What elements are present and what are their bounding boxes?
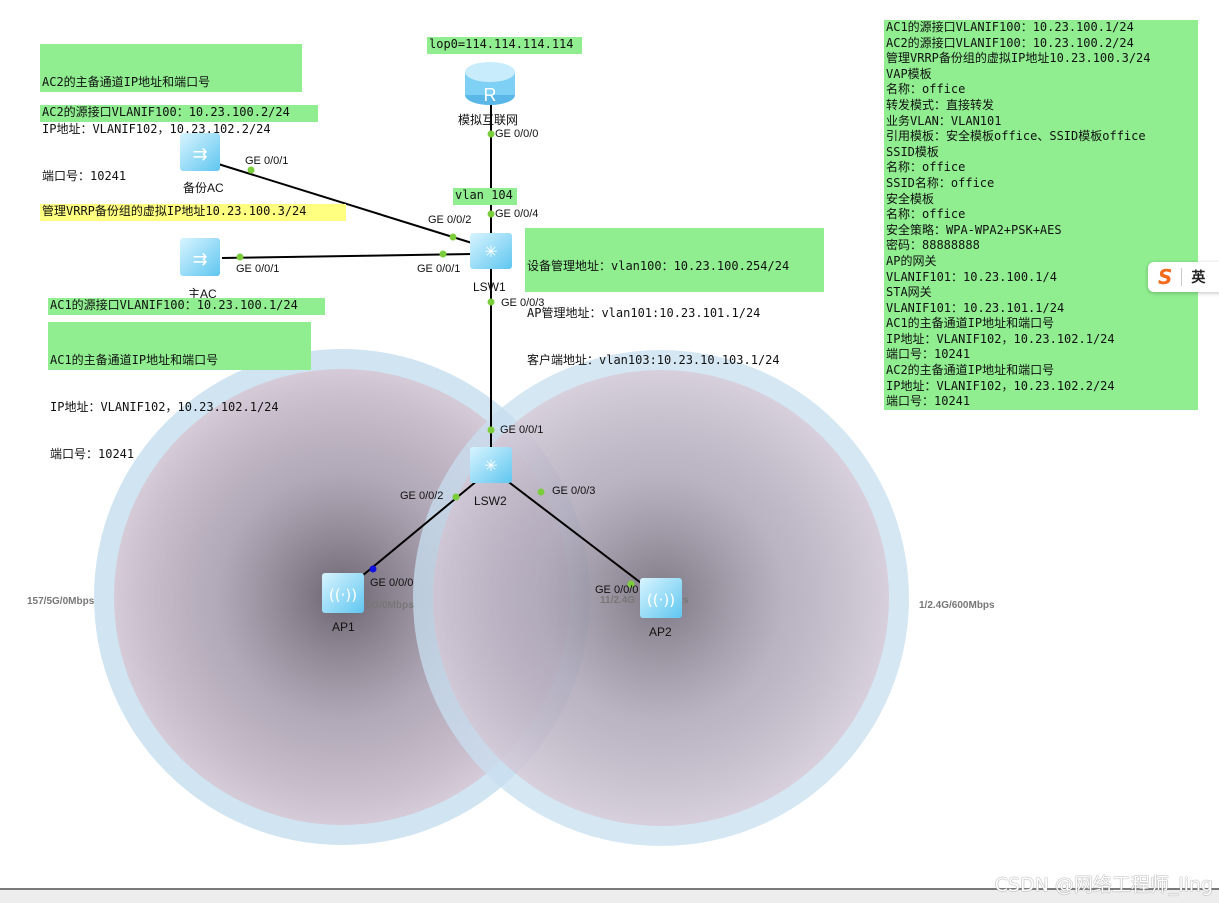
ap2-inner-rate: 11/2.4G <box>600 595 636 606</box>
svg-text:((·)): ((·)) <box>647 591 675 609</box>
note-line: VAP模板 <box>886 66 932 81</box>
port-label: GE 0/0/3 <box>552 485 596 497</box>
ime-mode-toggle[interactable]: 英 <box>1191 270 1206 286</box>
note-line: IP地址：VLANIF102，10.23.102.1/24 <box>50 399 279 414</box>
note-line: 端口号：10241 <box>886 394 971 409</box>
port-label: GE 0/0/3 <box>501 297 545 309</box>
svg-text:✳: ✳ <box>484 242 497 261</box>
note-line: 端口号：10241 <box>886 347 971 362</box>
sogou-logo-icon: S <box>1158 265 1173 289</box>
ap2-inner-rate-tail: s <box>683 595 689 606</box>
note-line: 管理VRRP备份组的虚拟IP地址10.23.100.3/24 <box>886 51 1151 66</box>
note-line: AC1的源接口VLANIF100：10.23.100.1/24 <box>886 20 1134 34</box>
note-line: AC2的源接口VLANIF100：10.23.100.2/24 <box>886 35 1134 50</box>
note-line: 名称：office <box>886 160 966 175</box>
divider <box>1181 268 1183 286</box>
port-label: GE 0/0/0 <box>495 128 539 140</box>
port-label: GE 0/0/2 <box>400 490 444 502</box>
port-label: GE 0/0/0 <box>370 577 414 589</box>
ap1-label: AP1 <box>332 620 355 634</box>
note-line: AP的网关 <box>886 253 937 268</box>
backup-ac-label: 备份AC <box>183 181 224 195</box>
ac2-main-note: AC2的主备通道IP地址和端口号 IP地址：VLANIF102，10.23.10… <box>40 44 302 183</box>
lsw2-label: LSW2 <box>474 494 507 508</box>
lop0-note: lop0=114.114.114.114 <box>427 37 582 54</box>
note-line: 设备管理地址：vlan100：10.23.100.254/24 <box>527 259 790 274</box>
ac1-source-note: AC1的源接口VLANIF100：10.23.100.1/24 <box>48 298 325 315</box>
port-dots <box>236 130 635 588</box>
router-label: 模拟互联网 <box>458 113 519 127</box>
ap2-icon[interactable]: ((·)) <box>640 578 682 618</box>
link-mainac-lsw1 <box>221 253 473 259</box>
port-label: GE 0/0/1 <box>236 263 280 275</box>
router-icon[interactable]: R <box>465 62 515 105</box>
lsw1-label: LSW1 <box>473 280 506 294</box>
note-line: AP管理地址：vlan101:10.23.101.1/24 <box>527 305 761 320</box>
note-line: 名称：office <box>886 207 966 222</box>
port-label: GE 0/0/1 <box>245 155 289 167</box>
note-line: 业务VLAN：VLAN101 <box>886 113 1002 128</box>
note-line: IP地址：VLANIF102，10.23.102.2/24 <box>42 121 271 136</box>
port-label: GE 0/0/1 <box>417 263 461 275</box>
note-line: VLANIF101：10.23.100.1/4 <box>886 269 1057 284</box>
port-label: GE 0/0/0 <box>595 584 639 596</box>
note-line: 引用模板：安全模板office、SSID模板office <box>886 129 1146 144</box>
vrrp-note: 管理VRRP备份组的虚拟IP地址10.23.100.3/24 <box>40 204 346 221</box>
note-line: 转发模式：直接转发 <box>886 97 995 112</box>
note-line: AC2的主备通道IP地址和端口号 <box>42 75 211 90</box>
ap1-inner-rate: 5G/0Mbps <box>366 600 414 611</box>
port-label: GE 0/0/2 <box>428 214 472 226</box>
note-line: AC1的主备通道IP地址和端口号 <box>886 316 1055 331</box>
ap2-outer-rate: 1/2.4G/600Mbps <box>919 600 995 611</box>
lsw1-info-note: 设备管理地址：vlan100：10.23.100.254/24 AP管理地址：v… <box>525 228 824 367</box>
svg-text:⇉: ⇉ <box>192 144 207 165</box>
ac1-main-note: AC1的主备通道IP地址和端口号 IP地址：VLANIF102，10.23.10… <box>48 322 311 461</box>
lsw1-switch-icon[interactable]: ✳ <box>470 233 512 269</box>
ime-toolbar[interactable]: S 英 <box>1148 262 1219 292</box>
port-label: GE 0/0/4 <box>495 208 539 220</box>
note-line: 密码：88888888 <box>886 238 980 253</box>
note-line: SSID名称：office <box>886 175 995 190</box>
note-line: 端口号：10241 <box>42 168 127 183</box>
note-line: STA网关 <box>886 285 932 300</box>
svg-text:R: R <box>484 85 497 105</box>
ac2-source-note: AC2的源接口VLANIF100：10.23.100.2/24 <box>40 105 318 122</box>
backup-ac-icon[interactable]: ⇉ <box>180 133 220 171</box>
main-ac-label: 主AC <box>188 287 217 301</box>
watermark: CSDN @网络工程师_ling <box>994 874 1213 896</box>
note-line: AC1的主备通道IP地址和端口号 <box>50 353 219 368</box>
note-line: SSID模板 <box>886 144 939 159</box>
svg-text:⇉: ⇉ <box>192 249 207 270</box>
note-line: AC2的主备通道IP地址和端口号 <box>886 363 1055 378</box>
svg-text:((·)): ((·)) <box>329 586 357 604</box>
horizontal-scrollbar[interactable] <box>0 888 1219 903</box>
svg-text:✳: ✳ <box>484 456 497 475</box>
note-line: IP地址：VLANIF102，10.23.102.2/24 <box>886 378 1115 393</box>
link-backupac-lsw1 <box>214 162 473 244</box>
link-lsw2-ap2 <box>505 479 646 587</box>
note-line: 名称：office <box>886 82 966 97</box>
lsw2-switch-icon[interactable]: ✳ <box>470 447 512 483</box>
port-label: GE 0/0/1 <box>500 424 544 436</box>
vlan104-note: vlan 104 <box>453 188 517 205</box>
note-line: 安全策略：WPA-WPA2+PSK+AES <box>886 222 1062 237</box>
note-line: VLANIF101：10.23.101.1/24 <box>886 300 1065 315</box>
note-line: 端口号：10241 <box>50 446 135 461</box>
ap1-icon[interactable]: ((·)) <box>322 573 364 613</box>
note-line: 客户端地址：vlan103:10.23.10.103.1/24 <box>527 352 780 367</box>
ap2-label: AP2 <box>649 625 672 639</box>
note-line: IP地址：VLANIF102，10.23.102.1/24 <box>886 331 1115 346</box>
main-ac-icon[interactable]: ⇉ <box>180 238 220 276</box>
note-line: 安全模板 <box>886 191 935 206</box>
ap1-outer-rate: 157/5G/0Mbps <box>27 596 95 607</box>
